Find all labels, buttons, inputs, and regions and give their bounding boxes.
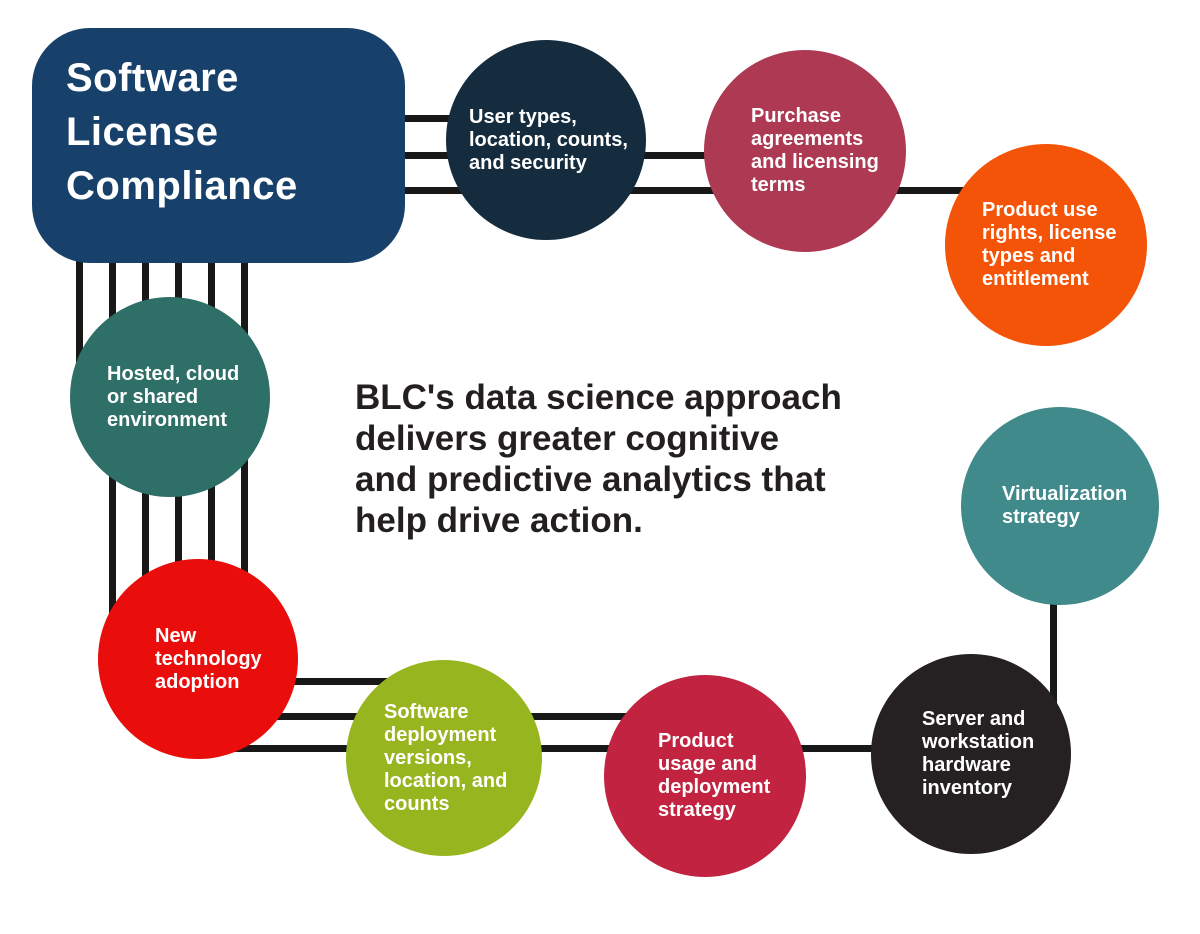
connector-line-new-tech-to-server-workstation xyxy=(205,745,905,752)
node-hosted-cloud: Hosted, cloud or shared environment xyxy=(70,297,270,497)
node-product-use-rights: Product use rights, license types and en… xyxy=(945,144,1147,346)
node-new-technology-label: New technology adoption xyxy=(155,624,262,693)
node-hosted-cloud-label: Hosted, cloud or shared environment xyxy=(107,362,240,431)
node-server-workstation: Server and workstation hardware inventor… xyxy=(871,654,1071,854)
node-software-deployment-label: Software deployment versions, location, … xyxy=(384,700,508,815)
node-purchase-agreements: Purchase agreements and licensing terms xyxy=(704,50,906,252)
node-purchase-agreements-label: Purchase agreements and licensing terms xyxy=(751,105,879,196)
connector-line-title-to-product-use-rights xyxy=(400,187,1000,194)
node-product-usage-label: Product usage and deployment strategy xyxy=(658,730,771,821)
node-product-use-rights-label: Product use rights, license types and en… xyxy=(982,199,1117,290)
diagram-title: Software License Compliance xyxy=(66,56,298,208)
node-product-usage: Product usage and deployment strategy xyxy=(604,675,806,877)
connector-line-new-tech-to-software-deployment xyxy=(250,678,432,685)
node-new-technology: New technology adoption xyxy=(98,559,298,759)
node-user-types-label: User types, location, counts, and securi… xyxy=(469,105,628,174)
center-description: BLC's data science approach delivers gre… xyxy=(355,378,842,540)
node-software-deployment: Software deployment versions, location, … xyxy=(346,660,542,856)
node-virtualization: Virtualization strategy xyxy=(961,407,1159,605)
connector-line-title-to-user-types xyxy=(400,115,470,122)
node-virtualization-label: Virtualization strategy xyxy=(1002,483,1128,528)
node-user-types: User types, location, counts, and securi… xyxy=(446,40,646,240)
connector-line-virtualization-to-server xyxy=(1050,560,1057,710)
connector-line-title-to-hosted-cloud-1 xyxy=(76,255,83,420)
node-server-workstation-label: Server and workstation hardware inventor… xyxy=(922,708,1035,799)
title-box: Software License Compliance xyxy=(32,28,405,263)
